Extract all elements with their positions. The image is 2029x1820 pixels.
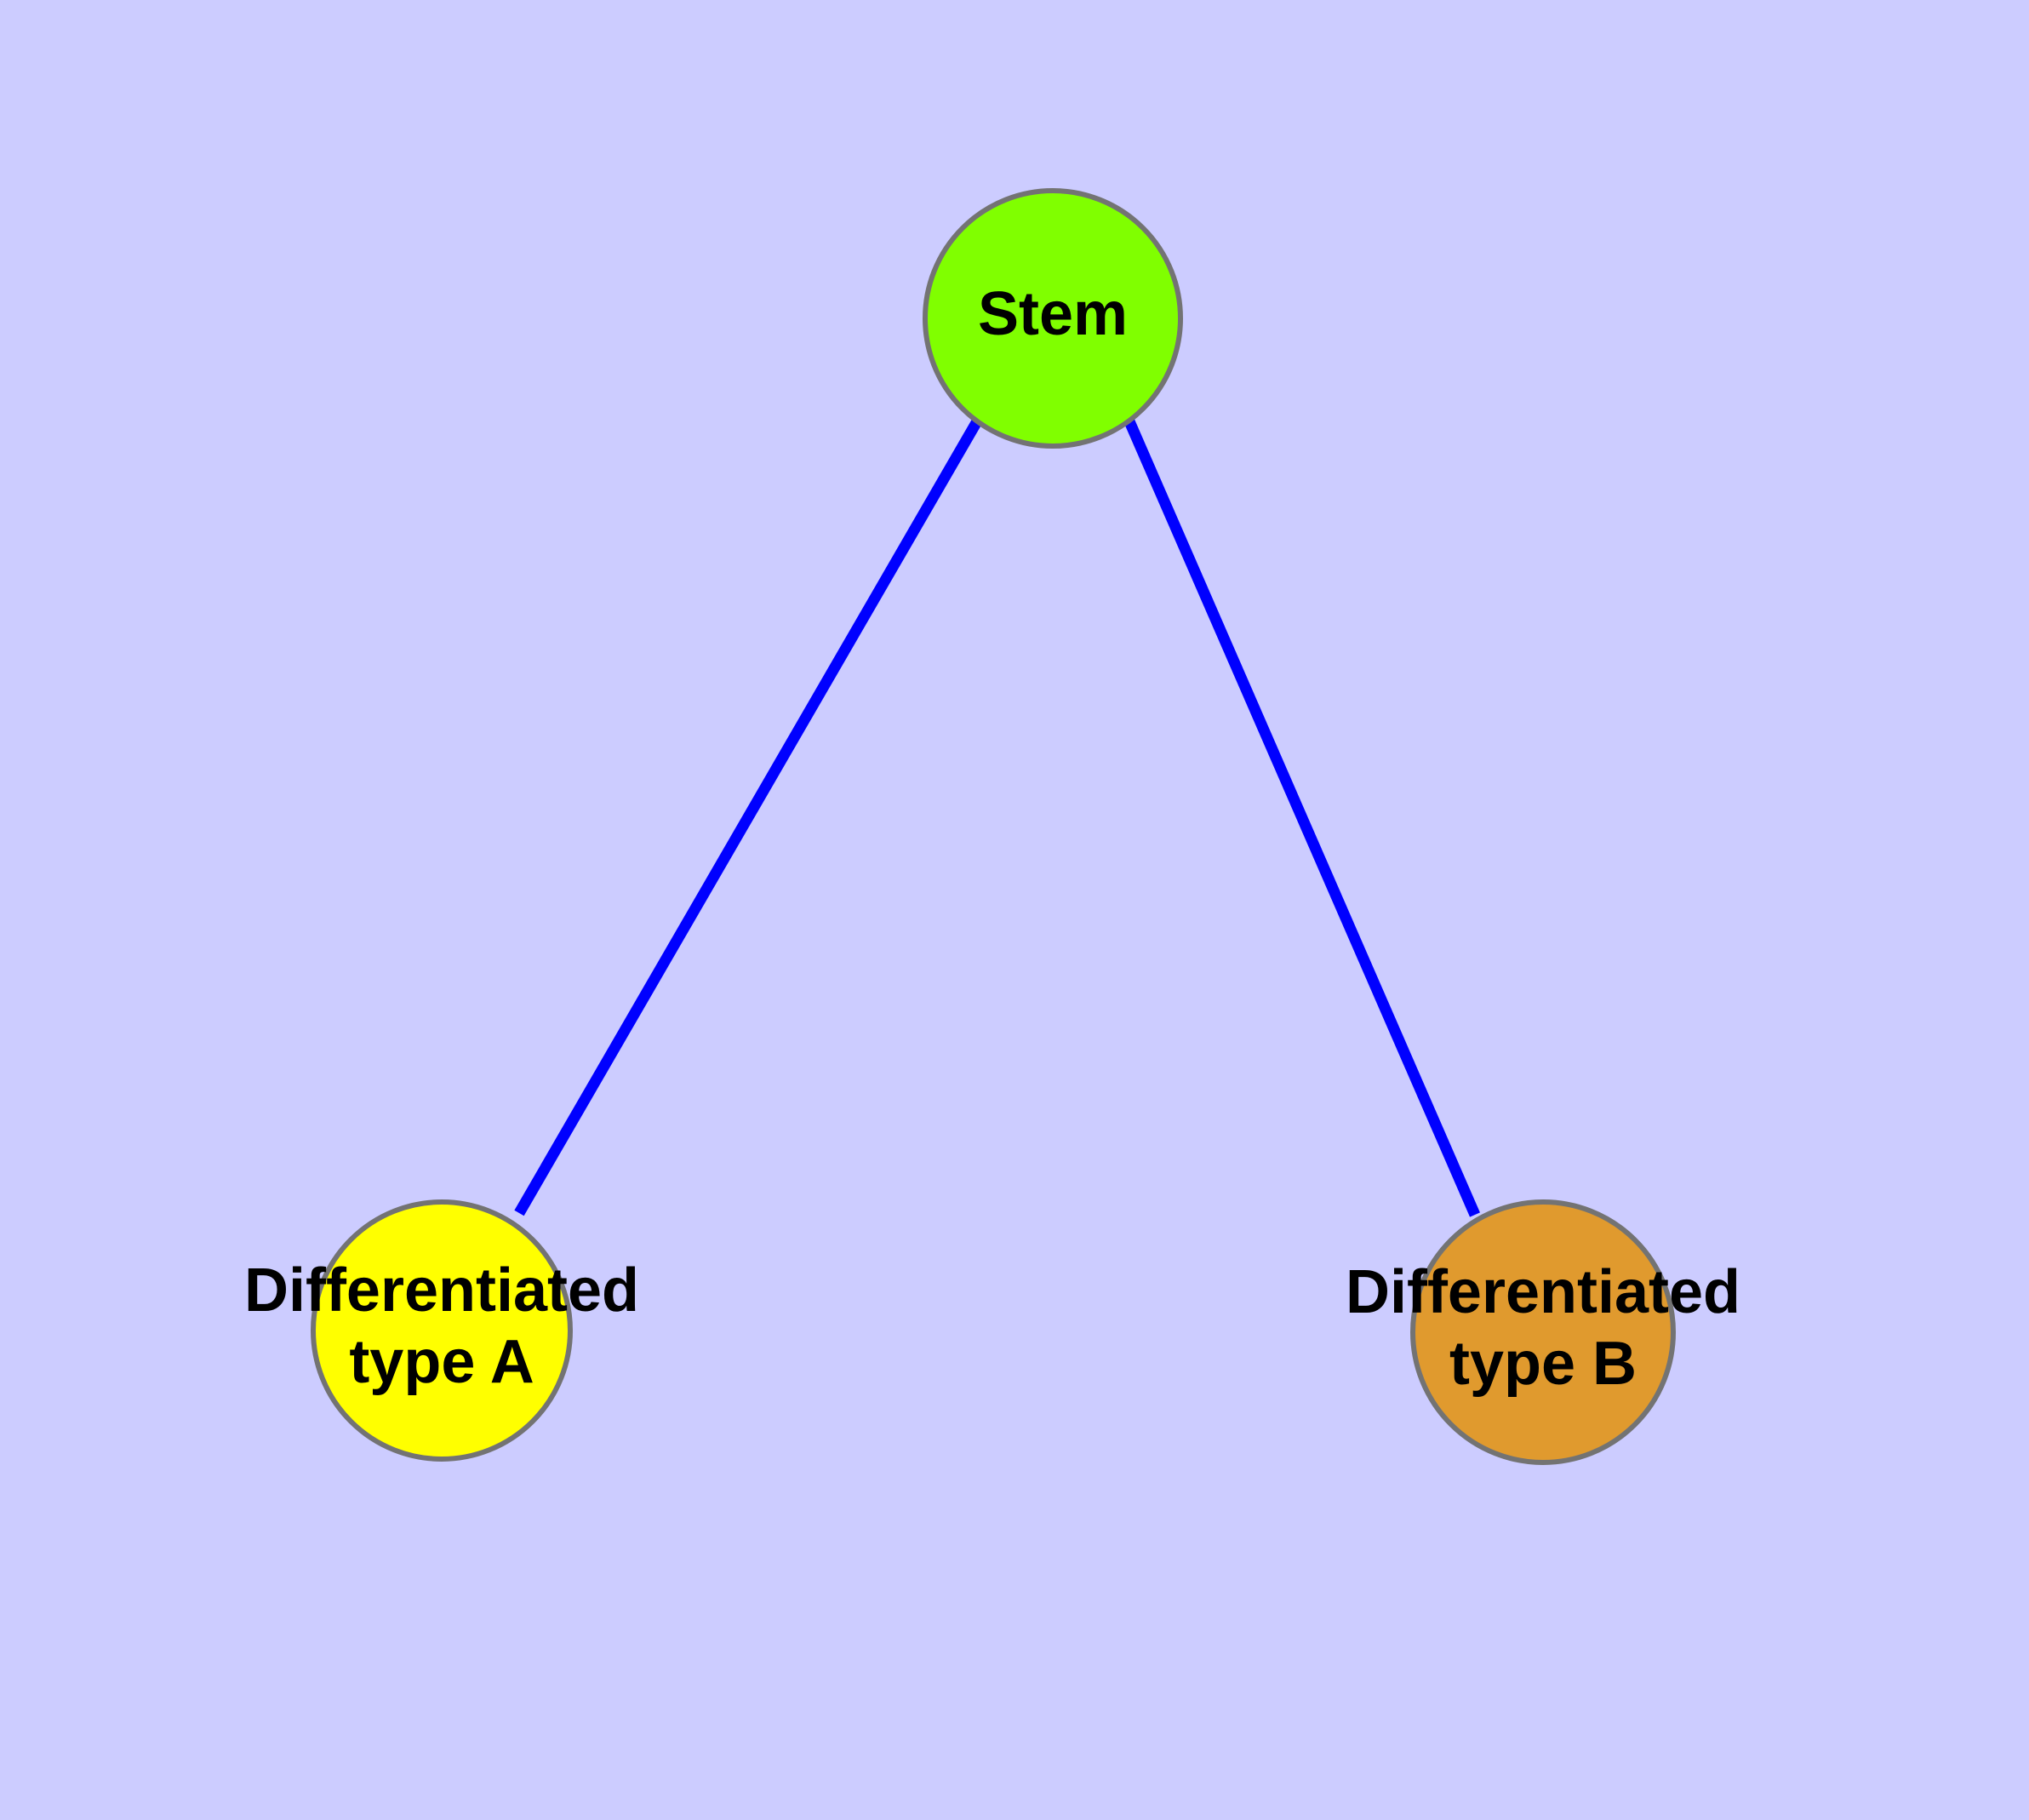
graph-edge-stem-to-diff_b[interactable] — [1124, 419, 1480, 1217]
node-label-line: type A — [349, 1328, 534, 1396]
graph-node-stem[interactable] — [923, 188, 1183, 449]
node-label-line: Differentiated — [1346, 1258, 1740, 1326]
graph-node-diff_a[interactable] — [311, 1199, 573, 1462]
node-label-line: Stem — [978, 280, 1128, 348]
node-layer — [311, 188, 1676, 1465]
node-label-line: type B — [1449, 1330, 1637, 1398]
edge-layer — [514, 418, 1480, 1217]
graph-node-diff_b[interactable] — [1410, 1199, 1676, 1465]
node-label-line: Differentiated — [244, 1256, 639, 1325]
node-label-stem: Stem — [978, 280, 1128, 348]
graph-edge-stem-to-diff_a[interactable] — [514, 418, 982, 1216]
